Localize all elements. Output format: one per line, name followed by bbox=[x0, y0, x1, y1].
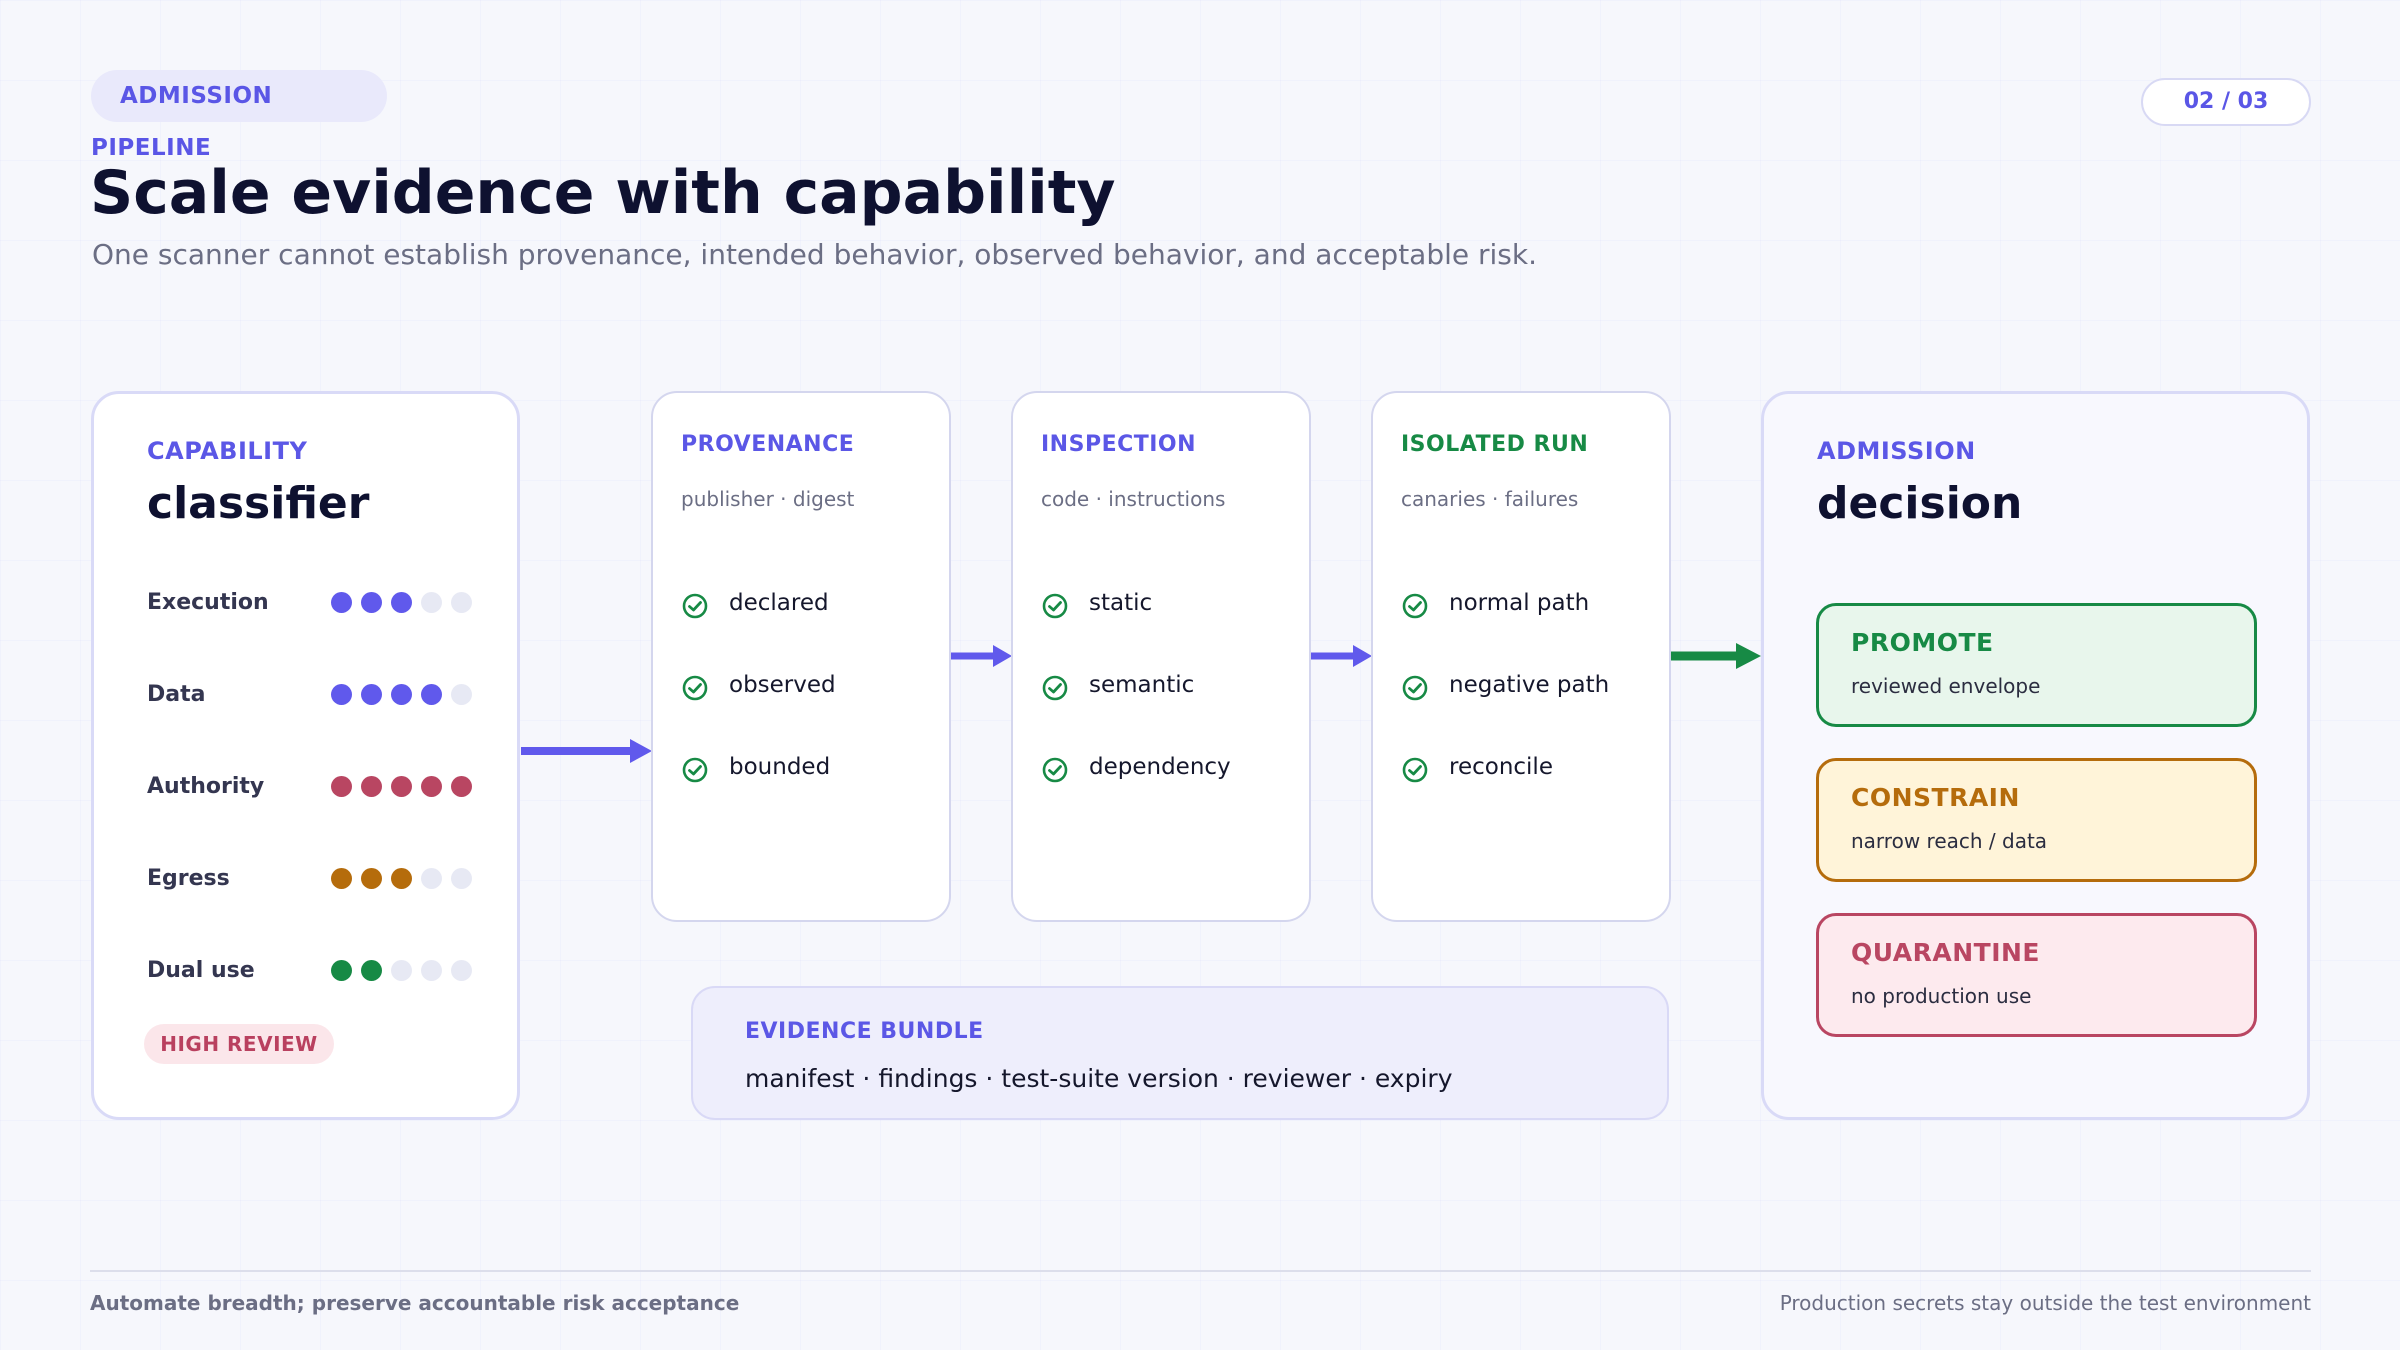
level-dot-filled bbox=[391, 868, 412, 889]
outcome-label: QUARANTINE bbox=[1851, 938, 2041, 967]
admission-card: ADMISSION decision PROMOTE reviewed envel… bbox=[1761, 391, 2310, 1120]
arrow-provenance-to-inspection bbox=[951, 645, 1012, 667]
level-dot-empty bbox=[391, 960, 412, 981]
check-circle-icon bbox=[681, 756, 709, 784]
evidence-bundle-contents: manifest · findings · test-suite version… bbox=[745, 1064, 1453, 1093]
level-dot-filled bbox=[361, 592, 382, 613]
level-dot-filled bbox=[451, 776, 472, 797]
outcome-label: CONSTRAIN bbox=[1851, 783, 2020, 812]
outcome-promote: PROMOTE reviewed envelope bbox=[1816, 603, 2257, 727]
capability-meter-execution bbox=[331, 592, 472, 616]
outcome-description: reviewed envelope bbox=[1851, 674, 2041, 698]
stage-kicker: ISOLATED RUN bbox=[1401, 432, 1589, 457]
stage-check-item: declared bbox=[729, 590, 829, 616]
admission-kicker: ADMISSION bbox=[1817, 437, 1976, 465]
stage-check-item: semantic bbox=[1089, 672, 1195, 698]
level-dot-empty bbox=[421, 868, 442, 889]
stage-check-item: negative path bbox=[1449, 672, 1610, 698]
capability-kicker: CAPABILITY bbox=[147, 437, 308, 465]
evidence-bundle-kicker: EVIDENCE BUNDLE bbox=[745, 1019, 984, 1044]
outcome-label: PROMOTE bbox=[1851, 628, 1994, 657]
capability-label-authority: Authority bbox=[147, 774, 265, 799]
capability-meter-egress bbox=[331, 868, 472, 892]
stage-check-item: reconcile bbox=[1449, 754, 1553, 780]
admission-title: decision bbox=[1817, 478, 2023, 529]
level-dot-empty bbox=[421, 960, 442, 981]
level-dot-filled bbox=[421, 684, 442, 705]
stage-subtitle: canaries · failures bbox=[1401, 487, 1579, 511]
level-dot-filled bbox=[361, 960, 382, 981]
level-dot-filled bbox=[391, 684, 412, 705]
stage-card-inspection: INSPECTION code · instructions static seman… bbox=[1011, 391, 1311, 922]
page-subtitle: One scanner cannot establish provenance,… bbox=[92, 238, 1538, 271]
stage-subtitle: publisher · digest bbox=[681, 487, 855, 511]
level-dot-filled bbox=[331, 960, 352, 981]
capability-meter-data bbox=[331, 684, 472, 708]
check-circle-icon bbox=[1401, 756, 1429, 784]
check-circle-icon bbox=[1401, 674, 1429, 702]
check-circle-icon bbox=[1041, 592, 1069, 620]
stage-kicker: PROVENANCE bbox=[681, 432, 855, 457]
level-dot-filled bbox=[331, 776, 352, 797]
stage-check-item: dependency bbox=[1089, 754, 1231, 780]
level-dot-filled bbox=[391, 776, 412, 797]
capability-title: classifier bbox=[147, 478, 370, 529]
level-dot-filled bbox=[331, 684, 352, 705]
outcome-description: narrow reach / data bbox=[1851, 829, 2048, 853]
check-circle-icon bbox=[1041, 756, 1069, 784]
level-dot-empty bbox=[451, 684, 472, 705]
stage-kicker: INSPECTION bbox=[1041, 432, 1197, 457]
footer-right-note: Production secrets stay outside the test… bbox=[1779, 1291, 2311, 1315]
level-dot-filled bbox=[391, 592, 412, 613]
evidence-bundle: EVIDENCE BUNDLE manifest · findings · te… bbox=[691, 986, 1669, 1120]
arrow-isolated-run-to-admission bbox=[1671, 643, 1761, 669]
page-indicator: 02 / 03 bbox=[2141, 78, 2311, 126]
level-dot-filled bbox=[421, 776, 442, 797]
capability-meter-dual-use bbox=[331, 960, 472, 984]
check-circle-icon bbox=[1041, 674, 1069, 702]
capability-meter-authority bbox=[331, 776, 472, 800]
level-dot-filled bbox=[361, 868, 382, 889]
page-title: Scale evidence with capability bbox=[90, 158, 1116, 228]
level-dot-filled bbox=[361, 776, 382, 797]
footer-left-note: Automate breadth; preserve accountable r… bbox=[90, 1291, 740, 1315]
level-dot-empty bbox=[451, 960, 472, 981]
level-dot-filled bbox=[361, 684, 382, 705]
review-level-badge: HIGH REVIEW bbox=[144, 1024, 334, 1064]
stage-check-item: bounded bbox=[729, 754, 831, 780]
capability-label-data: Data bbox=[147, 682, 206, 707]
stage-check-item: observed bbox=[729, 672, 836, 698]
stage-card-isolated-run: ISOLATED RUN canaries · failures normal pa… bbox=[1371, 391, 1671, 922]
arrow-capability-to-provenance bbox=[521, 739, 652, 763]
stage-subtitle: code · instructions bbox=[1041, 487, 1226, 511]
level-dot-filled bbox=[331, 868, 352, 889]
capability-label-execution: Execution bbox=[147, 590, 269, 615]
outcome-quarantine: QUARANTINE no production use bbox=[1816, 913, 2257, 1037]
level-dot-empty bbox=[451, 592, 472, 613]
capability-label-egress: Egress bbox=[147, 866, 230, 891]
capability-label-dual-use: Dual use bbox=[147, 958, 255, 983]
check-circle-icon bbox=[681, 592, 709, 620]
outcome-constrain: CONSTRAIN narrow reach / data bbox=[1816, 758, 2257, 882]
level-dot-empty bbox=[421, 592, 442, 613]
level-dot-empty bbox=[451, 868, 472, 889]
check-circle-icon bbox=[681, 674, 709, 702]
stage-card-provenance: PROVENANCE publisher · digest declared obse… bbox=[651, 391, 951, 922]
footer-divider bbox=[90, 1270, 2311, 1272]
level-dot-filled bbox=[331, 592, 352, 613]
arrow-inspection-to-isolated-run bbox=[1311, 645, 1372, 667]
stage-check-item: normal path bbox=[1449, 590, 1590, 616]
section-badge: ADMISSION PIPELINE bbox=[91, 70, 387, 161]
outcome-description: no production use bbox=[1851, 984, 2032, 1008]
check-circle-icon bbox=[1401, 592, 1429, 620]
stage-check-item: static bbox=[1089, 590, 1153, 616]
